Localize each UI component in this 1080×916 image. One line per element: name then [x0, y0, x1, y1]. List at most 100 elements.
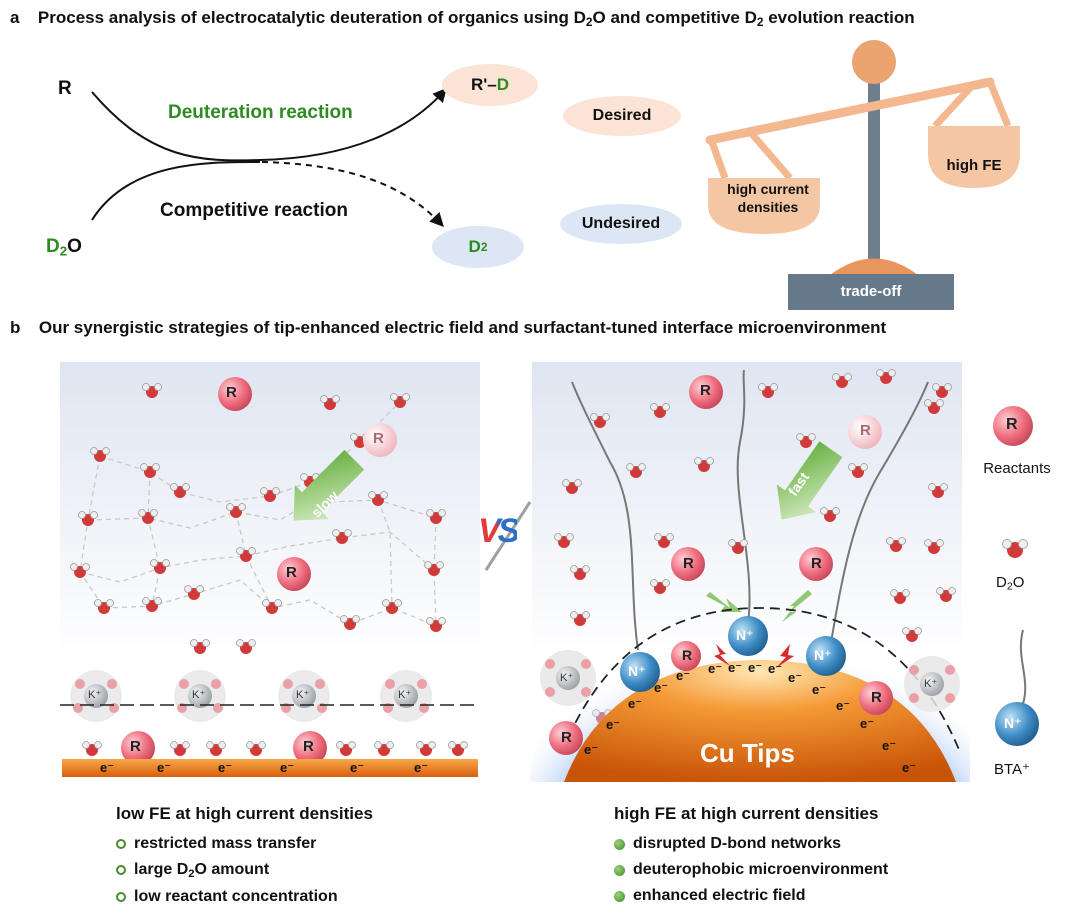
deuteration-curve — [91, 87, 447, 162]
filled-circle-icon — [614, 864, 625, 876]
legend-d-sub: 2 — [1006, 580, 1013, 593]
legend-o-text: O — [1012, 574, 1025, 591]
electron-label: e⁻ — [157, 760, 172, 775]
bullet-text-part: O amount — [194, 861, 270, 878]
reactant-label: R — [303, 738, 314, 755]
left-bullet-item: restricted mass transfer — [116, 835, 373, 853]
undesired-badge: Undesired — [560, 204, 682, 244]
left-string — [749, 131, 793, 181]
right-bullet-item: disrupted D-bond networks — [614, 835, 888, 853]
reactant-ball — [859, 681, 893, 715]
competitive-curve — [261, 161, 444, 228]
k-plus-label: K⁺ — [398, 689, 412, 701]
d2o-molecules — [70, 383, 468, 756]
electron-label: e⁻ — [836, 698, 851, 713]
cu-tip-dome — [564, 660, 956, 782]
bullet-text: enhanced electric field — [633, 887, 806, 904]
k-plus-ion — [920, 672, 944, 696]
electron-label: e⁻ — [902, 760, 917, 775]
legend-d2o-label: D2O — [996, 574, 1024, 593]
scale-base-dome — [830, 258, 918, 275]
slow-arrow — [293, 449, 365, 521]
k-plus-ion — [556, 666, 580, 690]
reactant-ball — [121, 731, 155, 765]
lightning-icon — [714, 644, 730, 666]
legend-reactants-label: Reactants — [983, 460, 1051, 477]
panel-a-letter: a — [10, 8, 20, 27]
electron-label: e⁻ — [788, 670, 803, 685]
title-sub: 2 — [585, 14, 593, 29]
d2-text: D — [468, 237, 481, 256]
reactant-label: R — [373, 430, 384, 447]
panel-b-heading: b Our synergistic strategies of tip-enha… — [10, 318, 886, 338]
electron-label: e⁻ — [728, 660, 743, 675]
right-string — [986, 80, 1012, 128]
electron-label: e⁻ — [768, 661, 783, 676]
reaction-curves — [91, 87, 447, 228]
cu-tips-label: Cu Tips — [700, 738, 795, 768]
right-bullet-item: enhanced electric field — [614, 887, 888, 905]
k-plus-clusters — [70, 670, 432, 722]
d2o-curve — [91, 160, 261, 221]
title-part: O and competitive D — [592, 8, 757, 27]
reactant-ball — [277, 557, 311, 591]
legend-icons — [993, 406, 1039, 746]
vs-badge — [484, 501, 532, 571]
k-plus-label: K⁺ — [296, 689, 310, 701]
legend-bta-icon — [995, 702, 1039, 746]
electron-label: e⁻ — [100, 760, 115, 775]
bullet-text: deuterophobic microenvironment — [633, 861, 889, 878]
n-plus-label: N⁺ — [814, 647, 832, 663]
vs-label: VS — [478, 512, 520, 551]
title-part: evolution reaction — [763, 8, 915, 27]
panel-a-title: Process analysis of electrocatalytic deu… — [37, 8, 915, 29]
electron-label: e⁻ — [414, 760, 429, 775]
panel-a-heading: a Process analysis of electrocatalytic d… — [10, 8, 915, 29]
reactant-ball — [218, 377, 252, 411]
legend-reactant-icon — [993, 406, 1033, 446]
open-circle-icon — [116, 891, 126, 902]
electron-label: e⁻ — [860, 716, 875, 731]
scale-beam — [705, 77, 995, 145]
lightning-icon — [776, 644, 794, 668]
reactant-label: R — [683, 555, 694, 572]
bullet-text: restricted mass transfer — [134, 835, 317, 852]
filled-circle-icon — [614, 838, 625, 850]
k-plus-hydration — [545, 659, 955, 703]
product-main: R'– — [470, 75, 497, 94]
reactant-label: R — [286, 564, 297, 581]
scale-top-knob — [852, 40, 896, 84]
reactant-label: R — [226, 384, 237, 401]
left-solution-bg — [60, 362, 480, 662]
reactant-d2o: D2O — [46, 236, 82, 258]
deuteration-reaction-label: Deuteration reaction — [168, 102, 353, 123]
panel-b-letter: b — [10, 318, 21, 337]
left-bullet-item: low reactant concentration — [116, 888, 373, 906]
n-plus-ball — [728, 616, 768, 656]
fast-arrow — [776, 441, 843, 520]
d-text: D — [46, 236, 60, 257]
left-illustration — [60, 362, 480, 777]
bullet-sub: 2 — [188, 867, 195, 880]
d2-sub: 2 — [480, 240, 488, 254]
reactant-ball — [799, 547, 833, 581]
right-caption-heading: high FE at high current densities — [614, 804, 879, 823]
green-arrow — [706, 592, 742, 612]
right-pan-label: high FE — [946, 157, 1002, 174]
k-plus-label: K⁺ — [560, 672, 574, 684]
legend-bta-tail — [1019, 629, 1027, 711]
o-text: O — [67, 236, 82, 257]
reactant-label: R — [130, 738, 141, 755]
left-pan-label: high current densities — [727, 181, 809, 215]
electron-label: e⁻ — [584, 742, 599, 757]
reactant-ball — [671, 641, 701, 671]
bta-tails — [571, 369, 929, 651]
title-part: Process analysis of electrocatalytic deu… — [37, 8, 586, 27]
electron-label: e⁻ — [812, 682, 827, 697]
electron-label: e⁻ — [748, 660, 763, 675]
electron-label: e⁻ — [606, 717, 621, 732]
right-pan — [928, 126, 1020, 188]
left-string — [708, 140, 729, 180]
reactant-r: R — [58, 78, 72, 99]
filled-circle-icon — [614, 890, 625, 902]
